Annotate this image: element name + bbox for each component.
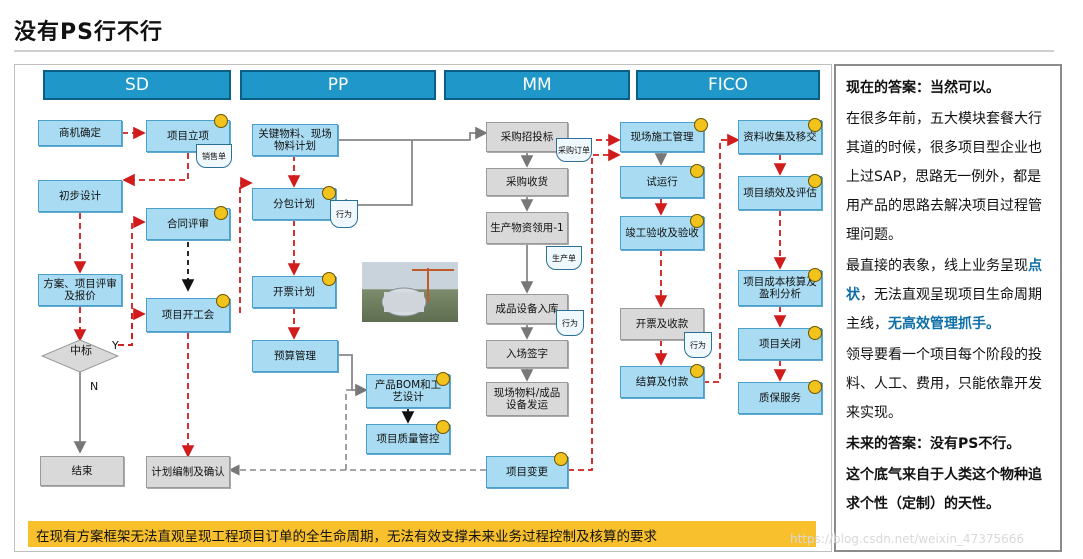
node-entry-signoff[interactable]: 入场签字 [486,340,568,368]
future-answer-heading: 未来的答案：没有PS不行。 [846,436,1021,452]
status-dot-icon [322,186,336,200]
status-dot-icon [808,268,822,282]
node-preliminary-design[interactable]: 初步设计 [38,180,122,212]
status-dot-icon [322,272,336,286]
decision-label: 中标 [70,344,92,357]
node-key-materials-plan[interactable]: 关键物料、现场物料计划 [252,124,338,156]
status-dot-icon [694,118,708,132]
production-order-doc-icon: 生产单 [546,246,582,270]
status-dot-icon [216,294,230,308]
decision-diamond [40,339,120,373]
subcontract-doc-icon: 行为 [330,200,358,228]
project-site-photo [362,262,458,322]
module-header-sd: SD [43,70,231,100]
node-opportunity[interactable]: 商机确定 [38,120,122,146]
node-settlement-payment[interactable]: 结算及付款 [620,366,704,398]
status-dot-icon [436,372,450,386]
invoice-doc-icon: 行为 [684,332,712,358]
symptom-paragraph: 最直接的表象，线上业务呈现点状，无法直观呈现项目生命周期主线，无高效管理抓手。 [846,258,1042,332]
edge-label-no: N [90,380,99,393]
status-dot-icon [808,326,822,340]
status-dot-icon [808,380,822,394]
purchase-order-doc-icon: 采购订单 [556,138,592,162]
current-answer-heading: 现在的答案：当然可以。 [846,80,1000,96]
node-plan-confirm[interactable]: 计划编制及确认 [146,456,230,488]
status-dot-icon [214,206,228,220]
confidence-paragraph: 这个底气来自于人类这个物种追求个性（定制）的天性。 [846,467,1042,512]
status-dot-icon [690,214,704,228]
module-header-mm: MM [444,70,630,100]
status-dot-icon [690,364,704,378]
module-header-pp: PP [240,70,436,100]
status-dot-icon [808,174,822,188]
module-header-fico: FICO [636,70,820,100]
status-dot-icon [808,118,822,132]
node-finished-goods-receipt[interactable]: 成品设备入库 [486,294,568,324]
history-paragraph: 在很多年前，五大模块套餐大行其道的时候，很多项目型企业也上过SAP，思路无一例外… [846,111,1042,243]
summary-banner: 在现有方案框架无法直观呈现工程项目订单的全生命周期，无法有效支撑未来业务过程控制… [28,521,816,547]
status-dot-icon [690,164,704,178]
watermark: https://blog.csdn.net/weixin_47375666 [790,532,1025,546]
status-dot-icon [214,114,228,128]
node-proposal-review[interactable]: 方案、项目评审及报价 [38,274,122,306]
node-procurement-receipt[interactable]: 采购收货 [486,168,568,196]
node-material-issue[interactable]: 生产物资领用-1 [486,212,568,244]
page-title: 没有PS行不行 [14,20,163,45]
answer-text-panel: 现在的答案：当然可以。 在很多年前，五大模块套餐大行其道的时候，很多项目型企业也… [834,64,1062,552]
node-site-construction[interactable]: 现场施工管理 [620,122,704,152]
node-contract-review[interactable]: 合同评审 [146,208,230,240]
status-dot-icon [554,452,568,466]
node-end[interactable]: 结束 [40,456,124,486]
edge-label-yes: Y [112,339,119,352]
node-budget-management[interactable]: 预算管理 [252,340,338,372]
sales-order-doc-icon: 销售单 [196,144,232,168]
title-divider [14,50,1054,52]
status-dot-icon [436,420,450,434]
leadership-paragraph: 领导要看一个项目每个阶段的投料、人工、费用，只能依靠开发来实现。 [846,347,1042,421]
goods-receipt-doc-icon: 行为 [556,310,584,336]
node-site-material-shipment[interactable]: 现场物料/成品设备发运 [486,382,568,416]
node-procurement-bidding[interactable]: 采购招投标 [486,122,568,152]
node-project-change[interactable]: 项目变更 [486,456,568,488]
